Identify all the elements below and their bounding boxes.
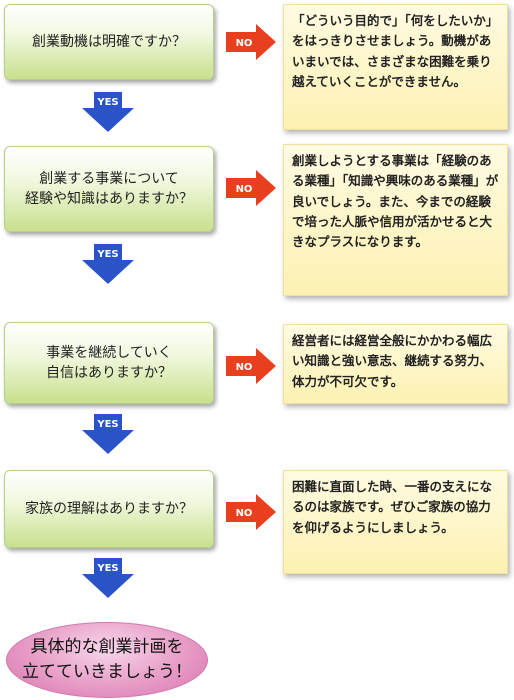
advice-text: 困難に直面した時、一番の支えになるのは家族です。ぜひご家族の協力を仰げるようにし… bbox=[292, 479, 493, 535]
final-text: 具体的な創業計画を 立てていきましょう！ bbox=[22, 636, 192, 683]
advice-box-family: 困難に直面した時、一番の支えになるのは家族です。ぜひご家族の協力を仰げるようにし… bbox=[283, 470, 508, 574]
yes-arrow: YES bbox=[82, 558, 134, 598]
no-arrow: NO bbox=[226, 494, 276, 530]
yes-arrow: YES bbox=[82, 244, 134, 284]
no-arrow: NO bbox=[226, 170, 276, 206]
no-label: NO bbox=[236, 508, 253, 519]
question-box-confidence: 事業を継続していく 自信はありますか？ bbox=[4, 322, 214, 404]
yes-label: YES bbox=[96, 97, 118, 108]
yes-arrow: YES bbox=[82, 414, 134, 454]
question-text: 家族の理解はありますか？ bbox=[25, 500, 193, 517]
no-arrow: NO bbox=[226, 348, 276, 384]
yes-label: YES bbox=[96, 249, 118, 260]
question-text: 事業を継続していく 自信はありますか？ bbox=[46, 344, 172, 381]
question-box-motivation: 創業動機は明確ですか？ bbox=[4, 4, 214, 80]
advice-box-confidence: 経営者には経営全般にかかわる幅広い知識と強い意志、継続する努力、体力が不可欠です… bbox=[283, 324, 508, 404]
advice-text: 「どういう目的で」「何をしたいか」をはっきりさせましょう。動機があいまいでは、さ… bbox=[292, 13, 499, 89]
no-arrow: NO bbox=[226, 24, 276, 60]
yes-label: YES bbox=[96, 563, 118, 574]
question-text: 創業動機は明確ですか？ bbox=[32, 33, 186, 50]
question-box-experience: 創業する事業について 経験や知識はありますか？ bbox=[4, 146, 214, 232]
question-box-family: 家族の理解はありますか？ bbox=[4, 470, 214, 548]
no-label: NO bbox=[236, 184, 253, 195]
advice-box-motivation: 「どういう目的で」「何をしたいか」をはっきりさせましょう。動機があいまいでは、さ… bbox=[283, 4, 508, 130]
yes-label: YES bbox=[96, 419, 118, 430]
no-label: NO bbox=[236, 38, 253, 49]
advice-text: 経営者には経営全般にかかわる幅広い知識と強い意志、継続する努力、体力が不可欠です… bbox=[292, 333, 493, 389]
advice-text: 創業しようとする事業は「経験のある業種」「知識や興味のある業種」が良いでしょう。… bbox=[292, 153, 499, 249]
final-oval: 具体的な創業計画を 立てていきましょう！ bbox=[6, 622, 208, 698]
question-text: 創業する事業について 経験や知識はありますか？ bbox=[25, 170, 193, 207]
no-label: NO bbox=[236, 362, 253, 373]
advice-box-experience: 創業しようとする事業は「経験のある業種」「知識や興味のある業種」が良いでしょう。… bbox=[283, 144, 508, 296]
yes-arrow: YES bbox=[82, 92, 134, 132]
